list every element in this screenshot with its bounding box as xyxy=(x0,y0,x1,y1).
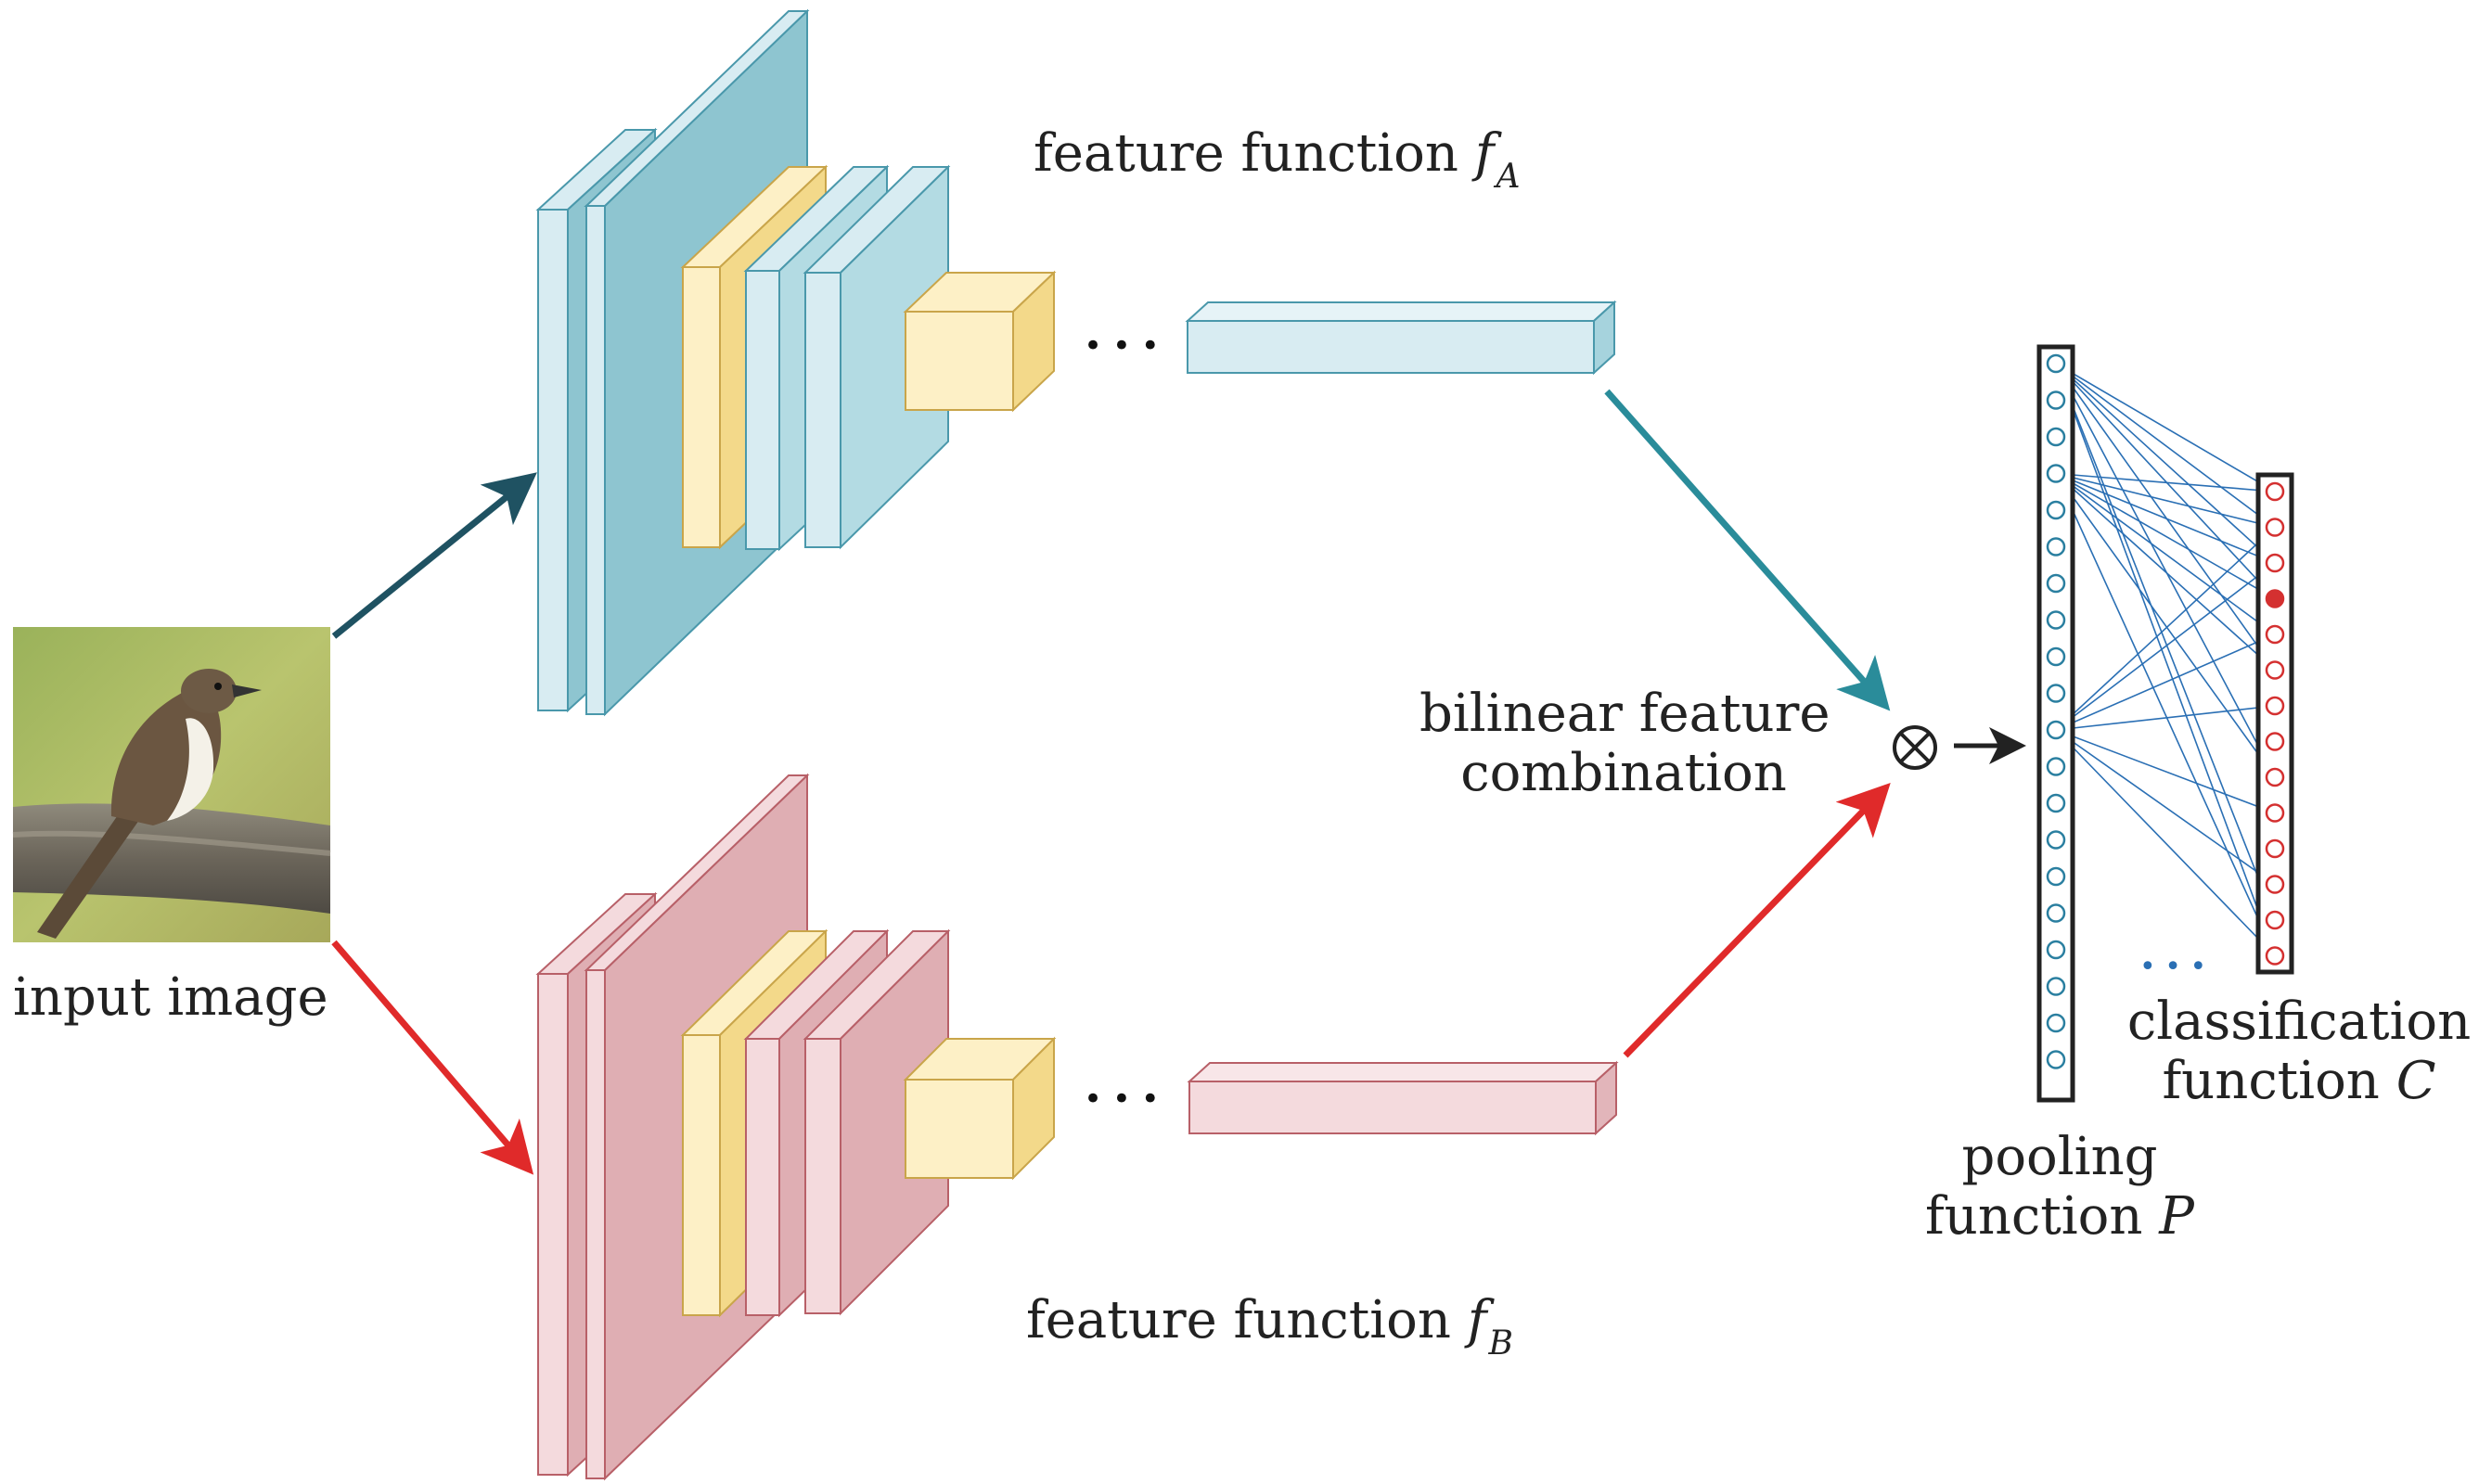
feature-a-symbol: f xyxy=(1474,123,1495,184)
pooling-node xyxy=(2046,610,2066,630)
connection-line xyxy=(2055,472,2276,672)
connection-line xyxy=(2055,633,2276,731)
feature-a-subscript: A xyxy=(1496,158,1521,196)
class-node xyxy=(2265,696,2285,716)
pooling-node xyxy=(2046,537,2066,556)
active-class-node xyxy=(2265,589,2285,608)
bilinear-combination-label: bilinear feature combination xyxy=(1419,684,1830,804)
input-image-text: input image xyxy=(13,967,328,1028)
connection-line xyxy=(2055,526,2276,731)
stream-b-feature-vector xyxy=(1187,1060,1619,1136)
feature-a-text: feature function xyxy=(1034,123,1458,184)
pooling-node xyxy=(2046,646,2066,667)
ellipsis-a: • • • xyxy=(1084,327,1160,365)
ellipsis-b: • • • xyxy=(1084,1081,1160,1118)
classification-function-label: classification function C xyxy=(2121,991,2477,1112)
pooling-node xyxy=(2046,977,2066,996)
pooling-node xyxy=(2046,903,2066,923)
class-node xyxy=(2265,660,2285,680)
feature-function-a-label: feature function fA xyxy=(1034,123,1521,196)
connection-line xyxy=(2055,363,2276,921)
arrow-to-stream-b xyxy=(331,940,534,1175)
pooling-symbol: P xyxy=(2159,1186,2194,1247)
pooling-node xyxy=(2046,573,2066,594)
connection-line xyxy=(2055,363,2276,529)
pooling-node xyxy=(2046,464,2066,483)
connection-line xyxy=(2055,705,2276,731)
bilinear-product-symbol xyxy=(1893,725,1937,770)
connection-line xyxy=(2055,472,2276,493)
class-node xyxy=(2265,553,2285,573)
pooling-nodes xyxy=(2046,353,2066,1069)
connection-line xyxy=(2055,729,2276,886)
connection-line xyxy=(2055,472,2276,600)
class-node xyxy=(2265,838,2285,859)
pooling-line1: pooling xyxy=(1961,1127,2158,1187)
bilinear-line2: combination xyxy=(1460,743,1787,804)
class-node xyxy=(2265,803,2285,823)
pooling-line2-text: function xyxy=(1925,1186,2143,1247)
stream-a-feature-vector xyxy=(1185,300,1617,376)
connection-line xyxy=(2055,473,2276,956)
connection-line xyxy=(2055,472,2276,529)
pooling-node xyxy=(2046,757,2066,776)
class-node xyxy=(2265,767,2285,787)
class-node xyxy=(2265,875,2285,894)
pooling-node xyxy=(2046,353,2066,374)
pooling-node xyxy=(2046,940,2066,960)
connection-line xyxy=(2055,363,2276,493)
connection-line xyxy=(2055,363,2276,671)
arrow-b-to-combination xyxy=(1623,782,1891,1058)
classification-symbol: C xyxy=(2396,1051,2436,1112)
stream-a-conv-layers xyxy=(535,8,1057,717)
feature-b-symbol: f xyxy=(1467,1290,1487,1350)
classification-nodes xyxy=(2265,481,2285,966)
connection-line xyxy=(2055,562,2276,731)
feature-b-subscript: B xyxy=(1488,1324,1513,1362)
pooling-node xyxy=(2046,1050,2066,1069)
feature-function-b-label: feature function fB xyxy=(1026,1290,1513,1362)
pooling-line2: function P xyxy=(1902,1187,2217,1247)
connection-line xyxy=(2055,363,2276,778)
connection-line xyxy=(2055,363,2276,564)
connection-line xyxy=(2055,472,2276,635)
pooling-node xyxy=(2046,427,2066,447)
pooling-node xyxy=(2046,684,2066,703)
class-node xyxy=(2265,624,2285,645)
class-node xyxy=(2265,946,2285,966)
classification-line2-text: function xyxy=(2162,1051,2380,1112)
classification-vector-box xyxy=(2255,472,2294,975)
class-node xyxy=(2265,481,2285,502)
connection-line xyxy=(2055,729,2276,814)
classification-line2: function C xyxy=(2121,1052,2477,1111)
arrow-to-stream-a xyxy=(331,472,537,639)
pooling-node xyxy=(2046,793,2066,813)
pooling-node xyxy=(2046,866,2066,887)
pooling-node xyxy=(2046,390,2066,410)
ellipsis-c: • • • xyxy=(2139,951,2206,983)
pooling-vector-box xyxy=(2036,344,2075,1103)
input-image-label: input image xyxy=(13,967,328,1028)
classification-line1: classification xyxy=(2126,991,2472,1052)
pooling-node xyxy=(2046,830,2066,850)
bilinear-line1: bilinear feature xyxy=(1419,684,1830,744)
arrow-a-to-combination xyxy=(1604,389,1891,711)
connection-line xyxy=(2055,363,2276,956)
connection-line xyxy=(2055,363,2276,600)
pooling-node xyxy=(2046,1013,2066,1033)
connection-line xyxy=(2055,473,2276,778)
connection-line xyxy=(2055,472,2276,564)
input-bird-image xyxy=(12,627,331,942)
pooling-node xyxy=(2046,500,2066,520)
class-node xyxy=(2265,518,2285,537)
class-node xyxy=(2265,910,2285,930)
stream-b-conv-layers xyxy=(535,773,1057,1481)
pooling-function-label: pooling function P xyxy=(1902,1127,2217,1247)
connection-line xyxy=(2055,729,2276,957)
fully-connected-lines xyxy=(2055,363,2276,957)
feature-b-text: feature function xyxy=(1026,1290,1451,1350)
pooling-node xyxy=(2046,720,2066,740)
class-node xyxy=(2265,732,2285,751)
